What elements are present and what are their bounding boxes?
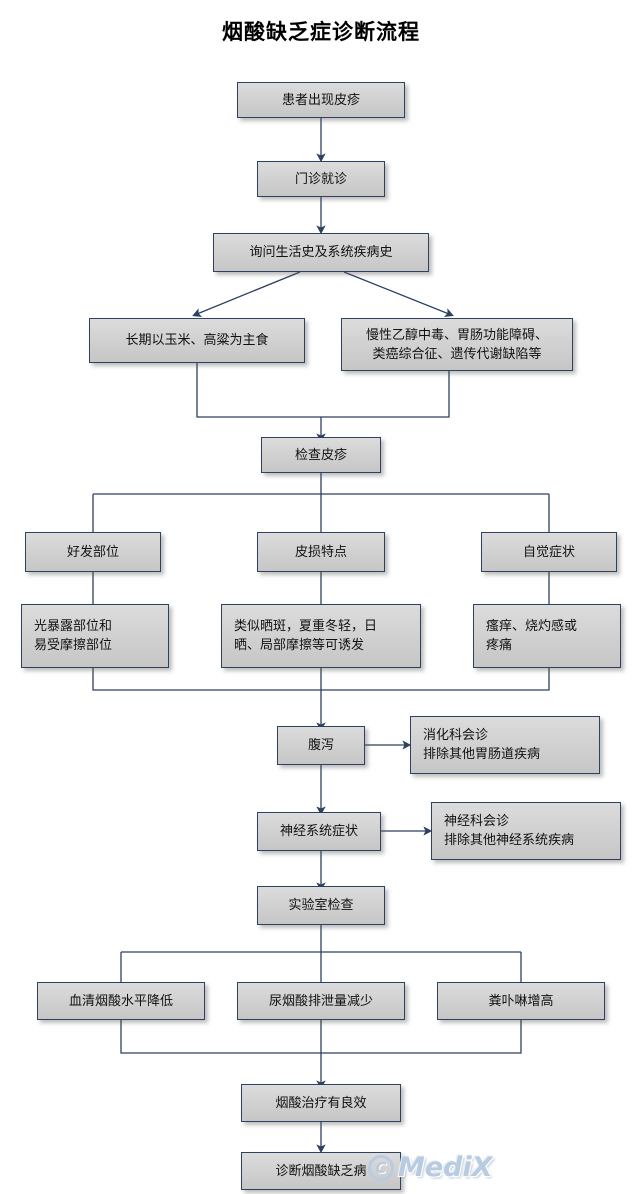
node-neuro-symptoms[interactable]: 神经系统症状 <box>257 812 381 851</box>
edge-history-to-secondary <box>343 271 454 317</box>
node-neuro-consult-label: 神经科会诊 排除其他神经系统疾病 <box>444 814 575 848</box>
node-serum-niacin-low-label: 血清烟酸水平降低 <box>68 993 173 1009</box>
node-lab-tests[interactable]: 实验室检查 <box>257 886 385 925</box>
node-lesion-detail-label: 类似晒斑，夏重冬轻，日 晒、局部摩擦等可诱发 <box>234 619 378 653</box>
node-predilection-site-label: 好发部位 <box>66 544 119 560</box>
node-rash-onset[interactable]: 患者出现皮疹 <box>237 82 405 118</box>
node-lab-tests-label: 实验室检查 <box>288 898 354 913</box>
node-gi-consult-label: 消化科会诊 排除其他胃肠道疾病 <box>423 728 541 762</box>
copyright-icon: C <box>368 1155 394 1181</box>
node-examine-rash-label: 检查皮疹 <box>294 447 347 463</box>
node-diarrhea-label: 腹泻 <box>307 738 334 753</box>
node-urine-niacin-low[interactable]: 尿烟酸排泄量减少 <box>237 982 405 1020</box>
node-neuro-consult[interactable]: 神经科会诊 排除其他神经系统疾病 <box>431 802 621 860</box>
node-serum-niacin-low[interactable]: 血清烟酸水平降低 <box>37 982 205 1020</box>
node-secondary-causes[interactable]: 慢性乙醇中毒、胃肠功能障碍、 类癌综合征、遗传代谢缺陷等 <box>341 318 573 371</box>
edge-secondary-merge <box>321 371 450 418</box>
edge-results-merge-rail <box>120 1020 522 1054</box>
node-niacin-therapy-effective-label: 烟酸治疗有良效 <box>275 1095 367 1111</box>
node-history-taking-label: 询问生活史及系统疾病史 <box>249 245 393 260</box>
watermark-brand: MediX <box>398 1152 493 1183</box>
node-subjective-symptoms-label: 自觉症状 <box>522 544 575 560</box>
node-site-detail[interactable]: 光暴露部位和 易受摩擦部位 <box>21 604 169 668</box>
node-predilection-site[interactable]: 好发部位 <box>25 532 161 572</box>
node-fecal-porphyrin-high[interactable]: 粪卟啉增高 <box>437 982 605 1020</box>
edge-diet-merge <box>196 363 321 418</box>
node-lesion-features-label: 皮损特点 <box>294 544 347 560</box>
node-gi-consult[interactable]: 消化科会诊 排除其他胃肠道疾病 <box>410 716 600 774</box>
node-examine-rash[interactable]: 检查皮疹 <box>261 437 381 473</box>
node-fecal-porphyrin-high-label: 粪卟啉增高 <box>488 993 554 1009</box>
node-rash-onset-label: 患者出现皮疹 <box>281 92 360 108</box>
node-lesion-detail[interactable]: 类似晒斑，夏重冬轻，日 晒、局部摩擦等可诱发 <box>221 604 421 668</box>
edge-details-merge-rail <box>92 668 550 691</box>
node-diet-corn-sorghum[interactable]: 长期以玉米、高粱为主食 <box>89 318 305 363</box>
node-secondary-causes-label: 慢性乙醇中毒、胃肠功能障碍、 类癌综合征、遗传代谢缺陷等 <box>365 327 548 362</box>
node-niacin-therapy-effective[interactable]: 烟酸治疗有良效 <box>241 1084 401 1122</box>
node-site-detail-label: 光暴露部位和 易受摩擦部位 <box>34 619 113 653</box>
node-diarrhea[interactable]: 腹泻 <box>277 726 365 765</box>
node-symptom-detail[interactable]: 瘙痒、烧灼感或 疼痛 <box>473 604 621 668</box>
node-lesion-features[interactable]: 皮损特点 <box>257 532 385 572</box>
node-subjective-symptoms[interactable]: 自觉症状 <box>481 532 617 572</box>
node-diagnosis-label: 诊断烟酸缺乏病 <box>275 1163 367 1179</box>
node-symptom-detail-label: 瘙痒、烧灼感或 疼痛 <box>486 619 578 653</box>
node-history-taking[interactable]: 询问生活史及系统疾病史 <box>213 233 429 272</box>
node-diet-corn-sorghum-label: 长期以玉米、高粱为主食 <box>125 333 269 348</box>
node-outpatient-visit-label: 门诊就诊 <box>294 171 347 187</box>
edge-history-to-diet <box>192 271 301 317</box>
page-title: 烟酸缺乏症诊断流程 <box>222 20 420 44</box>
node-neuro-symptoms-label: 神经系统症状 <box>279 824 358 839</box>
node-outpatient-visit[interactable]: 门诊就诊 <box>257 161 385 197</box>
node-urine-niacin-low-label: 尿烟酸排泄量减少 <box>268 993 373 1009</box>
